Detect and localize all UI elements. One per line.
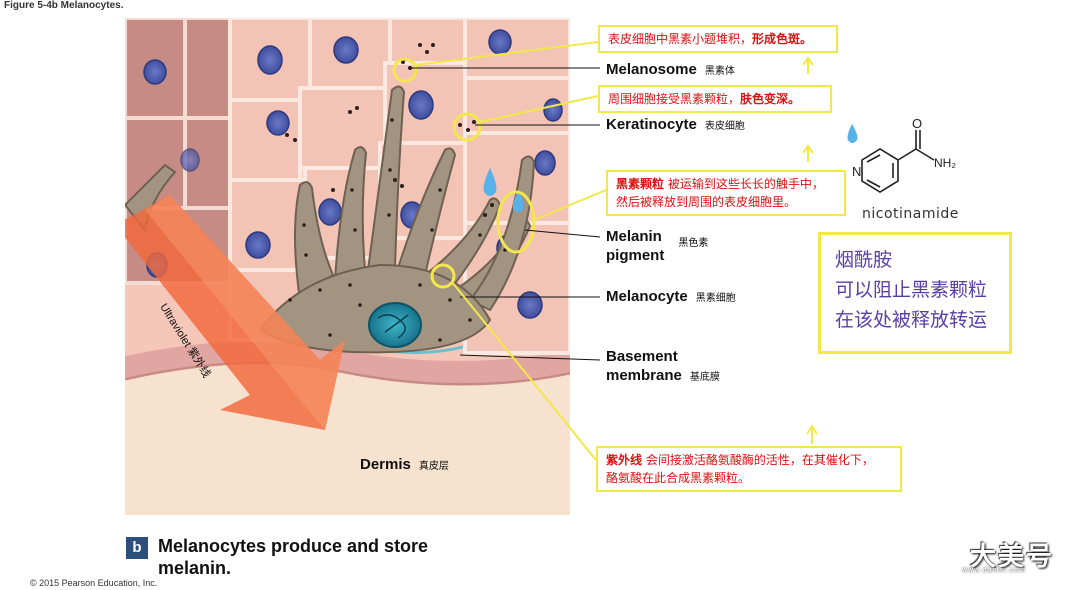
note-ultraviolet: 紫外线 会间接激活酪氨酸酶的活性，在其催化下， 酪氨酸在此合成黑素颗粒。	[596, 446, 902, 492]
melanocyte-highlight	[430, 263, 456, 289]
atom-n: N	[852, 164, 861, 179]
figure-caption: Figure 5-4b Melanocytes.	[4, 0, 124, 11]
dermis-layer	[125, 361, 570, 515]
nicotinamide-structure	[861, 130, 935, 193]
note-melanosome: 表皮细胞中黑素小题堆积，形成色斑。	[598, 25, 838, 53]
water-drop-icon	[512, 190, 524, 213]
pigment-highlight	[496, 190, 536, 254]
panel-letter: b	[126, 537, 148, 559]
note-keratinocyte: 周围细胞接受黑素颗粒，肤色变深。	[598, 85, 832, 113]
copyright: © 2015 Pearson Education, Inc.	[30, 578, 158, 588]
water-drop-icon	[847, 124, 858, 143]
atom-o: O	[912, 116, 922, 131]
melanin-granules	[285, 43, 520, 342]
water-drop-icon	[483, 168, 497, 196]
melanocyte-cell	[125, 85, 536, 354]
tissue-panel	[125, 18, 570, 515]
watermark-logo: 大美号	[970, 542, 1055, 572]
ultraviolet-arrow	[125, 195, 345, 430]
note-connectors	[415, 41, 818, 461]
melanosome-highlight	[392, 57, 418, 83]
atom-nh2: NH₂	[934, 156, 956, 170]
highlight-circles	[392, 57, 536, 289]
panel-caption-text: Melanocytes produce and store melanin.	[158, 536, 429, 578]
leader-lines	[410, 67, 601, 361]
melanin-pigment-label: Melanin pigment黑色素	[606, 228, 709, 264]
watermark-url: www.damei.com	[962, 567, 1026, 574]
note-melanin-pigment: 黑素颗粒 被运输到这些长长的触手中， 然后被释放到周围的表皮细胞里。	[606, 170, 846, 216]
nicotinamide-note-box: 烟酰胺 可以阻止黑素颗粒 在该处被释放转运	[818, 232, 1012, 354]
nicotinamide-name: nicotinamide	[862, 206, 959, 222]
keratinocyte-highlight	[452, 112, 482, 142]
